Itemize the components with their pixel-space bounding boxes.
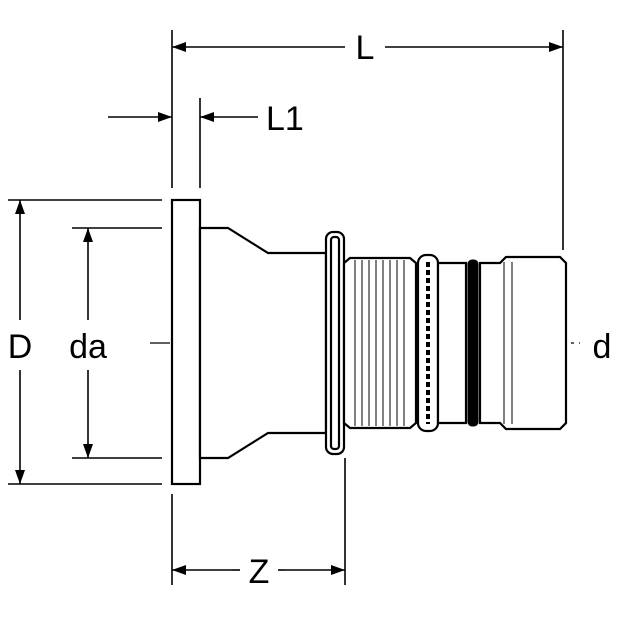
dimension-d-outer: D [8, 200, 33, 484]
o-ring [467, 259, 479, 427]
sleeve-grooves [354, 260, 405, 426]
separator-sleeve [436, 261, 468, 425]
label-z: Z [249, 553, 270, 591]
label-d-pipe: d [593, 328, 612, 366]
dimension-l1: L1 [108, 100, 304, 138]
dimension-da: da [69, 228, 107, 458]
label-l1: L1 [266, 100, 304, 138]
label-da: da [69, 328, 107, 366]
dimension-l: L [172, 29, 563, 67]
pipe-end [478, 255, 568, 431]
conical-body [198, 226, 328, 460]
label-d-outer: D [8, 328, 33, 366]
flange [170, 198, 202, 486]
collar-inner [329, 235, 341, 451]
dimension-z: Z [172, 553, 345, 591]
label-l: L [356, 29, 375, 67]
collar-ring [324, 230, 346, 456]
